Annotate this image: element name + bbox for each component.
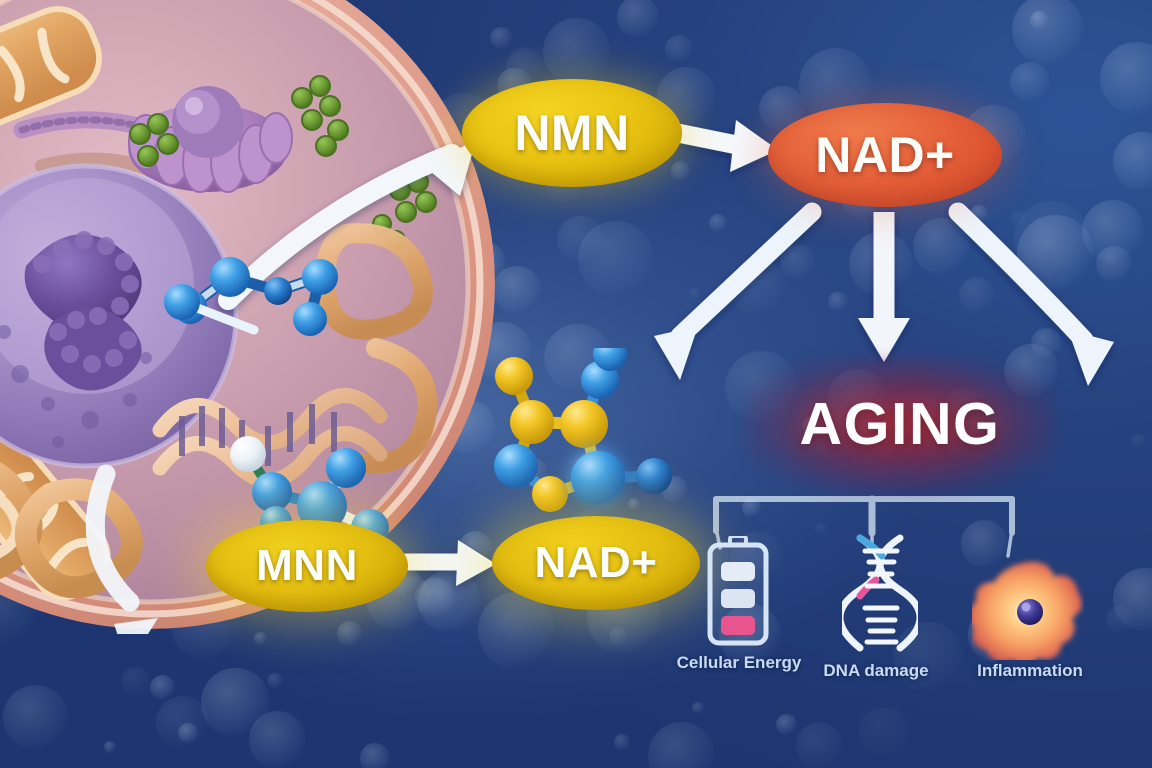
node-mnn-bottom[interactable]: MNN xyxy=(206,520,408,612)
node-nad-bottom-label: NAD+ xyxy=(534,538,658,587)
arrow-nad-to-outcomes xyxy=(948,202,1114,386)
inflamed-cell-icon xyxy=(972,561,1082,660)
arrow-nad-to-aging xyxy=(858,212,910,362)
battery-icon xyxy=(707,536,769,646)
arrow-mnn-to-nad-bottom xyxy=(404,540,496,586)
node-nmn-top-label: NMN xyxy=(514,105,630,161)
cell-illustration xyxy=(0,0,510,666)
node-nad-bottom[interactable]: NAD+ xyxy=(492,516,700,610)
outcome-label-cellular-energy: Cellular Energy xyxy=(676,653,802,672)
arrow-nad-to-molecule xyxy=(654,202,822,380)
outcome-label-dna-damage: DNA damage xyxy=(823,661,929,680)
chromatin xyxy=(24,231,142,391)
molecule-center-nad xyxy=(494,348,672,512)
arrow-nmn-to-nad xyxy=(666,120,778,172)
cell-body xyxy=(0,0,495,629)
molecule-lower-left xyxy=(230,436,389,547)
node-mnn-bottom-label: MNN xyxy=(256,541,358,590)
nucleus xyxy=(0,163,239,469)
arrow-cell-to-nmn xyxy=(218,140,476,310)
outcome-label-inflammation: Inflammation xyxy=(977,661,1083,680)
node-nmn-top[interactable]: NMN xyxy=(462,79,682,187)
aging-label: AGING xyxy=(799,391,1001,457)
outcomes-bracket xyxy=(713,495,1015,558)
dna-helix-icon xyxy=(842,534,918,652)
molecule-nucleus-lower xyxy=(164,284,259,335)
node-nad-top[interactable]: NAD+ xyxy=(768,103,1002,207)
node-nad-top-label: NAD+ xyxy=(815,127,955,183)
